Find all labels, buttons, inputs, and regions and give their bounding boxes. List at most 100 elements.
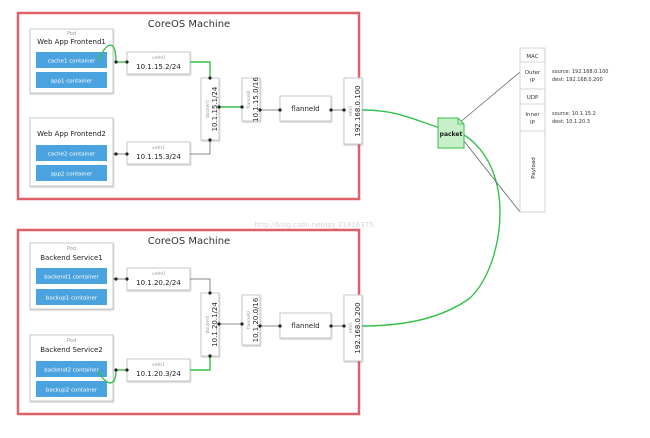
packet-fold bbox=[457, 118, 464, 125]
eth0-addr-2: 192.168.0.200 bbox=[354, 302, 362, 353]
container-backend2[interactable] bbox=[36, 361, 107, 377]
flannel0-box-1: flannel0 10.1.15.0/16 bbox=[241, 77, 261, 122]
wire-dot bbox=[125, 60, 129, 64]
header-outer-ip-line2: IP bbox=[530, 78, 536, 84]
wire-dot bbox=[240, 322, 244, 326]
container-backup2-label: backup2 container bbox=[46, 388, 98, 394]
wire-dot bbox=[208, 138, 212, 142]
header-inner-ip-line1: Inner bbox=[525, 112, 540, 118]
eth0-frame-2 bbox=[343, 294, 363, 362]
veth0-label-1: veth0 bbox=[152, 55, 165, 61]
veth1-label-1: veth1 bbox=[152, 145, 165, 151]
veth1-box-2: veth1 10.1.20.3/24 bbox=[126, 358, 191, 382]
flannel0-label-1: flannel0 bbox=[246, 90, 252, 108]
watermark: http://blog.csdn.net/qq_21816375 bbox=[254, 221, 373, 229]
wire-veth1-to-docker0-2 bbox=[190, 356, 211, 371]
pod-backend-service2: Pod Backend Service2 backend2 container … bbox=[29, 334, 114, 402]
wire-dot bbox=[278, 108, 282, 112]
pod-3-small-label: Pod bbox=[67, 246, 76, 252]
wire-dot bbox=[240, 105, 244, 109]
packet-structure: MAC Outer IP UDP Inner IP Payload source… bbox=[519, 47, 608, 213]
packet-shape bbox=[437, 117, 465, 149]
wire-dot bbox=[208, 76, 212, 80]
container-app1[interactable] bbox=[36, 72, 107, 88]
wire-dot bbox=[114, 277, 118, 281]
flannel0-addr-2: 10.1.20.0/16 bbox=[252, 297, 260, 342]
pod-4-small-label: Pod bbox=[67, 338, 76, 344]
flannel0-addr-1: 10.1.15.0/16 bbox=[252, 77, 260, 122]
flanneld-box-2: flanneld bbox=[279, 312, 332, 339]
wire-veth0-to-docker0 bbox=[190, 61, 211, 78]
eth0-label-2: eth0 bbox=[348, 323, 354, 333]
wire-dot bbox=[342, 108, 346, 112]
coreos-machine-2: CoreOS Machine Pod Backend Service1 back… bbox=[16, 228, 363, 416]
wires-machine-1 bbox=[97, 44, 346, 156]
machine-1-title: CoreOS Machine bbox=[148, 19, 230, 30]
pod-4-name: Backend Service2 bbox=[40, 346, 102, 354]
flanneld-frame-1 bbox=[279, 95, 332, 122]
container-backup1-label: backup1 container bbox=[46, 296, 98, 302]
wire-dot bbox=[258, 324, 262, 328]
wire-dot bbox=[125, 368, 129, 372]
flannel0-label-2: flannel0 bbox=[246, 311, 252, 329]
wire-veth0-to-docker0-2 bbox=[190, 278, 211, 293]
container-backend1-label: backend1 container bbox=[44, 275, 99, 281]
veth1-box-1: veth1 10.1.15.3/24 bbox=[126, 141, 191, 165]
header-udp: UDP bbox=[527, 95, 539, 101]
packet-callout-bottom bbox=[459, 135, 521, 213]
docker0-label-2: docker0 bbox=[205, 315, 211, 333]
packet-structure-frame bbox=[519, 47, 546, 213]
header-outer-ip-line1: Outer bbox=[525, 70, 541, 76]
container-backend2-label: backend2 container bbox=[44, 368, 99, 374]
wire-dot bbox=[208, 354, 212, 358]
header-inner-ip-line2: IP bbox=[530, 120, 536, 126]
pod-3-name: Backend Service1 bbox=[40, 254, 102, 262]
container-backup1[interactable] bbox=[36, 289, 107, 305]
veth1-label-2: veth1 bbox=[152, 362, 165, 368]
overlay-path: packet bbox=[361, 71, 521, 327]
flanneld-label-2: flanneld bbox=[291, 322, 319, 330]
veth0-addr-1: 10.1.15.2/24 bbox=[136, 63, 181, 71]
inner-ip-dest: dest: 10.1.20.3 bbox=[552, 119, 590, 125]
pod-2-name: Web App Frontend2 bbox=[37, 130, 106, 138]
container-backend1[interactable] bbox=[36, 268, 107, 284]
header-mac: MAC bbox=[526, 54, 538, 60]
wire-dot bbox=[114, 152, 118, 156]
wires-machine-2 bbox=[97, 277, 346, 384]
docker0-box-2: docker0 10.1.20.1/24 bbox=[200, 292, 220, 357]
wire-dot bbox=[217, 105, 221, 109]
container-backup2[interactable] bbox=[36, 381, 107, 397]
wire-dot bbox=[329, 108, 333, 112]
eth0-box-2: eth0 192.168.0.200 bbox=[343, 294, 363, 362]
wire-dot bbox=[258, 108, 262, 112]
wire-dot bbox=[114, 60, 118, 64]
veth0-box-2: veth0 10.1.20.2/24 bbox=[126, 267, 191, 291]
packet-label: packet bbox=[440, 131, 463, 138]
docker0-label-1: docker0 bbox=[205, 100, 211, 118]
container-cache2-label: cache2 container bbox=[48, 152, 96, 158]
docker0-box-1: docker0 10.1.15.1/24 bbox=[200, 77, 220, 141]
wire-dot bbox=[125, 152, 129, 156]
pod-backend-service1: Pod Backend Service1 backend1 container … bbox=[29, 242, 114, 310]
coreos-machine-1: CoreOS Machine Pod Web App Frontend1 cac… bbox=[16, 11, 363, 201]
container-app1-label: app1 container bbox=[51, 79, 93, 85]
veth0-addr-2: 10.1.20.2/24 bbox=[136, 279, 181, 287]
wire-dot bbox=[217, 322, 221, 326]
eth0-label-1: eth0 bbox=[348, 106, 354, 116]
wire-dot bbox=[278, 324, 282, 328]
veth0-box-1: veth0 10.1.15.2/24 bbox=[126, 51, 191, 75]
eth0-box-1: eth0 192.168.0.100 bbox=[343, 77, 363, 145]
wire-veth1-to-docker0 bbox=[190, 140, 211, 155]
wire-dot bbox=[342, 324, 346, 328]
flanneld-label-1: flanneld bbox=[291, 105, 319, 113]
packet-icon: packet bbox=[437, 117, 465, 149]
wire-packet-to-eth0-2 bbox=[361, 129, 501, 327]
container-cache1[interactable] bbox=[36, 52, 107, 68]
pod-web-app-frontend2: Web App Frontend2 cache2 container app2 … bbox=[29, 117, 114, 187]
container-app2[interactable] bbox=[36, 165, 107, 181]
pod-1-name: Web App Frontend1 bbox=[37, 38, 106, 46]
pod-1-small-label: Pod bbox=[67, 31, 76, 37]
container-cache2[interactable] bbox=[36, 145, 107, 161]
flannel0-frame-1 bbox=[241, 77, 261, 122]
inner-ip-source: source: 10.1.15.2 bbox=[552, 111, 596, 117]
